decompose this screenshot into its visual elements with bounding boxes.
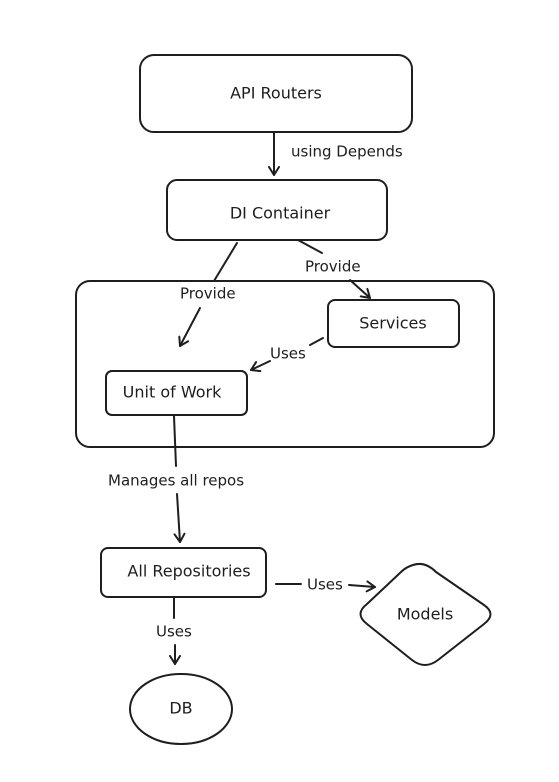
edge-uow-to-repos — [173, 415, 177, 467]
di-container-label: DI Container — [230, 204, 331, 223]
node-unit-of-work[interactable]: Unit of Work — [105, 370, 248, 416]
models-diamond — [359, 562, 492, 666]
edge-label-manages-all-repos: Manages all repos — [108, 472, 244, 490]
services-label: Services — [359, 314, 426, 333]
node-all-repositories[interactable]: All Repositories — [100, 547, 267, 598]
edge-repos-to-models-tail — [348, 580, 376, 593]
api-routers-label: API Routers — [230, 84, 322, 103]
edge-label-using-depends: using Depends — [291, 143, 403, 161]
group-container — [75, 280, 495, 448]
node-api-routers[interactable]: API Routers — [139, 54, 413, 133]
node-services[interactable]: Services — [327, 299, 460, 348]
unit-of-work-label: Unit of Work — [123, 383, 222, 402]
edge-container-to-services-tail — [349, 279, 371, 299]
edge-services-to-uow-tail — [250, 360, 271, 373]
db-ellipse — [129, 673, 233, 745]
edge-label-uses-models: Uses — [307, 576, 343, 594]
edge-uow-to-repos-tail — [173, 493, 186, 543]
models-label: Models — [397, 605, 453, 624]
services-box — [327, 299, 460, 348]
edge-label-provide-uow: Provide — [180, 285, 236, 303]
edge-label-uses-services: Uses — [270, 345, 306, 363]
edge-label-uses-db: Uses — [156, 623, 192, 641]
edge-container-to-uow — [213, 242, 238, 282]
unit-of-work-box — [105, 370, 248, 416]
api-routers-box — [139, 54, 413, 133]
edge-label-provide-services: Provide — [305, 258, 361, 276]
di-container-box — [166, 179, 388, 241]
node-models[interactable]: Models — [359, 562, 492, 666]
edge-container-to-uow-tail — [178, 307, 201, 347]
all-repositories-box — [100, 547, 267, 598]
edge-container-to-services — [297, 239, 323, 254]
edge-services-to-uow — [309, 337, 324, 346]
node-db[interactable]: DB — [129, 673, 233, 745]
all-repositories-label: All Repositories — [127, 562, 250, 581]
node-di-container[interactable]: DI Container — [166, 179, 388, 241]
db-label: DB — [169, 699, 192, 718]
